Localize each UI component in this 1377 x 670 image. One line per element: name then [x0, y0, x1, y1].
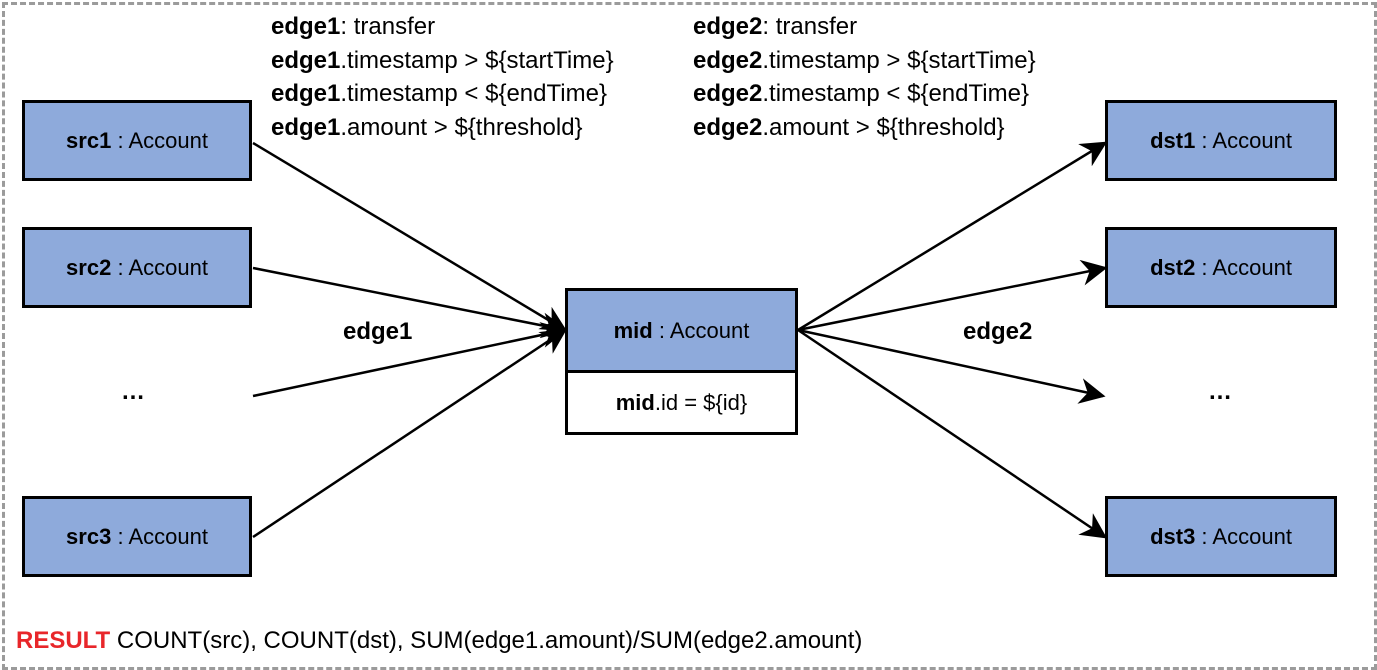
edge-mid-dst1 [797, 141, 1108, 332]
condition-var: edge1 [271, 80, 341, 107]
node-type: : Account [1195, 127, 1292, 153]
condition-text: .amount > ${threshold} [762, 113, 1005, 141]
node-src3[interactable]: src3 : Account [22, 496, 252, 577]
edge-mid-dst2 [797, 259, 1108, 332]
result-keyword: RESULT [16, 627, 111, 654]
condition-var: edge2 [693, 13, 763, 40]
condition-var: edge1 [271, 46, 341, 74]
edge2-conditions: edge2: transfer edge2.timestamp > ${star… [693, 10, 1036, 144]
node-name: src3 [66, 523, 112, 549]
edge-ellipsis-mid [252, 322, 568, 398]
edge2-condition-line: edge2.amount > ${threshold} [693, 111, 1036, 145]
mid-condition: mid.id = ${id} [568, 373, 795, 432]
result-line: RESULT COUNT(src), COUNT(dst), SUM(edge1… [16, 627, 862, 655]
node-type: : Account [1195, 254, 1292, 280]
edge-mid-ellipsis [797, 328, 1106, 404]
node-type: : Account [1195, 523, 1292, 549]
condition-var: edge2 [693, 113, 763, 141]
edge-src1-mid [252, 141, 568, 332]
edge2-condition-line: edge2.timestamp > ${startTime} [693, 44, 1036, 78]
node-name: src2 [66, 254, 112, 280]
condition-text: .timestamp < ${endTime} [762, 80, 1029, 107]
condition-text: : transfer [340, 13, 436, 40]
condition-var: mid [615, 389, 655, 415]
node-dst1[interactable]: dst1 : Account [1105, 100, 1337, 181]
condition-var: edge1 [271, 113, 341, 141]
result-expression: COUNT(src), COUNT(dst), SUM(edge1.amount… [110, 627, 863, 654]
edge2-condition-line: edge2: transfer [693, 10, 1036, 44]
condition-text: .timestamp < ${endTime} [340, 80, 607, 107]
node-type: : Account [111, 523, 208, 549]
node-name: mid [613, 317, 653, 343]
node-mid[interactable]: mid : Account mid.id = ${id} [565, 288, 798, 435]
edge-src2-mid [252, 266, 568, 339]
condition-text: .id = ${id} [654, 389, 748, 415]
edge-src3-mid [252, 328, 568, 539]
edge-mid-dst3 [797, 328, 1108, 539]
node-src2[interactable]: src2 : Account [22, 227, 252, 308]
node-name: src1 [66, 127, 112, 153]
mid-header: mid : Account [568, 291, 795, 373]
edge1-condition-line: edge1: transfer [271, 10, 614, 44]
ellipsis-right: … [1208, 378, 1232, 405]
edge2-condition-line: edge2.timestamp < ${endTime} [693, 77, 1036, 111]
edge1-condition-line: edge1.amount > ${threshold} [271, 111, 614, 145]
condition-var: edge1 [271, 13, 341, 40]
edge1-condition-line: edge1.timestamp < ${endTime} [271, 77, 614, 111]
condition-text: .timestamp > ${startTime} [762, 46, 1036, 74]
node-name: dst1 [1150, 127, 1196, 153]
condition-var: edge2 [693, 80, 763, 107]
node-name: dst3 [1150, 523, 1196, 549]
condition-text: : transfer [762, 13, 858, 40]
node-type: : Account [652, 317, 750, 343]
edge1-conditions: edge1: transfer edge1.timestamp > ${star… [271, 10, 614, 144]
edge2-label: edge2 [963, 318, 1033, 345]
condition-text: .amount > ${threshold} [340, 113, 583, 141]
ellipsis-left: … [121, 378, 145, 405]
node-type: : Account [111, 127, 208, 153]
edge1-condition-line: edge1.timestamp > ${startTime} [271, 44, 614, 78]
edge1-label: edge1 [343, 318, 413, 345]
node-dst2[interactable]: dst2 : Account [1105, 227, 1337, 308]
node-type: : Account [111, 254, 208, 280]
condition-var: edge2 [693, 46, 763, 74]
node-name: dst2 [1150, 254, 1196, 280]
node-src1[interactable]: src1 : Account [22, 100, 252, 181]
node-dst3[interactable]: dst3 : Account [1105, 496, 1337, 577]
condition-text: .timestamp > ${startTime} [340, 46, 614, 74]
